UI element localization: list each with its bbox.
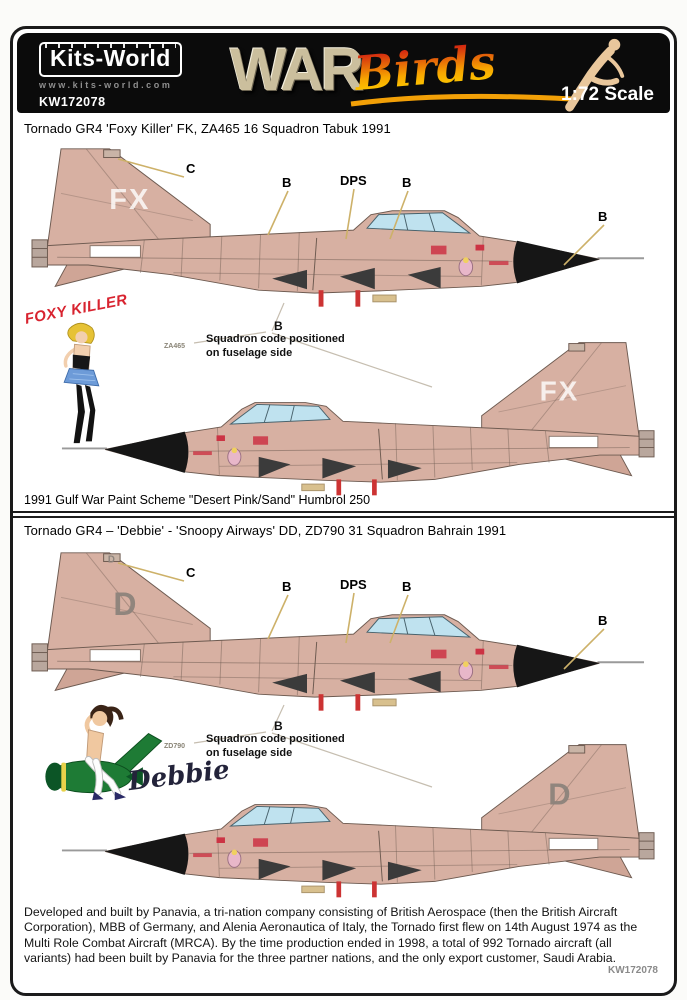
section-divider-line (13, 511, 674, 513)
callout-c: C (186, 565, 196, 580)
tornado-profile-right: D D (31, 551, 645, 712)
serial-number: ZA465 (164, 343, 186, 350)
callout-b3: B (598, 209, 608, 224)
scale-label: 1:72 Scale (561, 84, 654, 105)
footer-paragraph: Developed and built by Panavia, a tri-na… (24, 905, 638, 966)
kits-world-logo: Kits-World www.kits-world.com KW172078 (39, 42, 217, 109)
pinup-girl-foxy-killer-icon (63, 322, 100, 444)
callout-b1: B (282, 579, 292, 594)
callout-b3: B (598, 613, 608, 628)
svg-text:D: D (113, 586, 136, 622)
note-label-b: B (274, 319, 283, 333)
callout-b2: B (402, 579, 412, 594)
logo-frame: Kits-World (39, 42, 182, 77)
callout-b2: B (402, 175, 412, 190)
note-text: Squadron code positioned on fuselage sid… (206, 333, 345, 359)
header-bar: Kits-World www.kits-world.com KW172078 W… (17, 33, 670, 113)
footer-product-code: KW172078 (607, 965, 658, 976)
warbirds-logo-war: WAR (230, 36, 364, 103)
section1-artwork: FX FX (16, 135, 668, 507)
callout-dps: DPS (340, 577, 367, 592)
tornado-profile-left: D (61, 743, 655, 899)
website-url: www.kits-world.com (39, 80, 173, 90)
svg-text:FX: FX (109, 184, 150, 216)
product-code: KW172078 (39, 95, 106, 109)
section1-title: Tornado GR4 'Foxy Killer' FK, ZA465 16 S… (24, 121, 391, 136)
svg-text:FX: FX (540, 376, 580, 407)
serial-number: ZD790 (164, 743, 186, 750)
svg-text:D: D (108, 554, 115, 565)
callout-b1: B (282, 175, 292, 190)
callout-dps: DPS (340, 173, 367, 188)
note-label-b: B (274, 719, 283, 733)
pinup-silhouette-icon (565, 38, 625, 112)
section-divider-line (13, 516, 674, 518)
birds-underline-swash (350, 93, 572, 107)
section2-artwork: D D D C (16, 539, 668, 911)
svg-text:D: D (548, 777, 570, 812)
tornado-profile-right: FX (31, 147, 645, 308)
callout-c: C (186, 161, 196, 176)
note-text: Squadron code positioned on fuselage sid… (206, 733, 345, 759)
section1-caption: 1991 Gulf War Paint Scheme "Desert Pink/… (24, 493, 371, 507)
tornado-profile-left: FX (61, 341, 655, 497)
brand-name: Kits-World (50, 45, 171, 71)
section2-title: Tornado GR4 – 'Debbie' - 'Snoopy Airways… (24, 523, 507, 538)
sheet-border: Kits-World www.kits-world.com KW172078 W… (10, 26, 677, 996)
pinup-girl-debbie-bomb-icon (45, 704, 163, 801)
